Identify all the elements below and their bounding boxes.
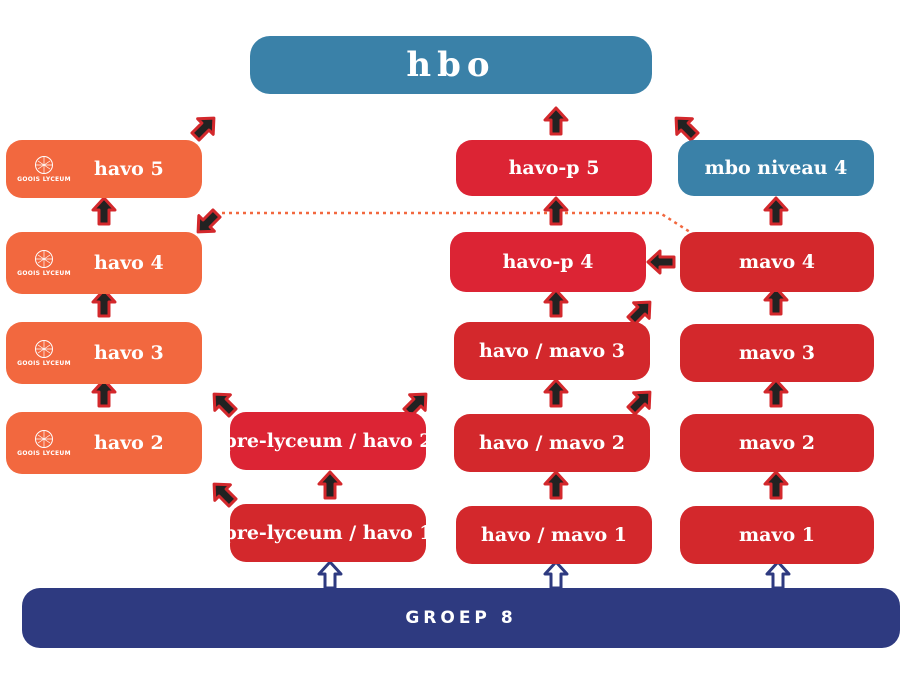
havo5-label: havo 5 <box>94 158 164 180</box>
hbo-box: hbo <box>250 36 652 94</box>
havomavo3-box: havo / mavo 3 <box>454 322 650 380</box>
prelyceum-havo1-box: pre-lyceum / havo 1 <box>224 504 432 562</box>
havomavo1-box: havo / mavo 1 <box>456 506 652 564</box>
mavo2-label: mavo 2 <box>739 432 815 454</box>
havo4-box: GOOIS LYCEUM havo 4 <box>6 232 202 294</box>
logo-text: GOOIS LYCEUM <box>17 450 71 457</box>
mavo3-label: mavo 3 <box>739 342 815 364</box>
gooislyceum-logo: GOOIS LYCEUM <box>16 243 72 283</box>
dotted-link-mavo4-havo4 <box>222 211 691 234</box>
arrow-havo5-hbo <box>186 108 224 146</box>
arrow-prelyceum1-havo2 <box>204 474 242 512</box>
arrow-mavo2-mavo3 <box>763 378 789 408</box>
gooislyceum-emblem-icon <box>35 340 53 358</box>
groep8-box: GROEP 8 <box>22 588 900 648</box>
mavo3-box: mavo 3 <box>680 324 874 382</box>
gooislyceum-logo: GOOIS LYCEUM <box>16 423 72 463</box>
arrow-havop5-hbo <box>543 106 569 136</box>
gooislyceum-emblem-icon <box>35 430 53 448</box>
havo3-box: GOOIS LYCEUM havo 3 <box>6 322 202 384</box>
arrow-mavo1-mavo2 <box>763 470 789 500</box>
arrow-havop4-havop5 <box>543 196 569 226</box>
gooislyceum-logo: GOOIS LYCEUM <box>16 333 72 373</box>
arrow-havomavo1-havomavo2 <box>543 470 569 500</box>
mavo4-box: mavo 4 <box>680 232 874 292</box>
havo2-label: havo 2 <box>94 432 164 454</box>
havo3-label: havo 3 <box>94 342 164 364</box>
prelyceum-havo2-box: pre-lyceum / havo 2 <box>224 412 432 470</box>
havo5-box: GOOIS LYCEUM havo 5 <box>6 140 202 198</box>
arrow-groep8-havomavo1 <box>543 560 569 590</box>
prelyceum-havo1-label: pre-lyceum / havo 1 <box>223 522 433 544</box>
mbo4-label: mbo niveau 4 <box>704 157 848 179</box>
havomavo3-label: havo / mavo 3 <box>479 340 625 362</box>
hbo-label: hbo <box>406 45 496 85</box>
groep8-label: GROEP 8 <box>405 608 517 628</box>
mavo2-box: mavo 2 <box>680 414 874 472</box>
logo-text: GOOIS LYCEUM <box>17 270 71 277</box>
havomavo2-box: havo / mavo 2 <box>454 414 650 472</box>
gooislyceum-emblem-icon <box>35 156 53 174</box>
havop4-label: havo-p 4 <box>502 251 594 273</box>
mavo1-label: mavo 1 <box>739 524 815 546</box>
havop5-box: havo-p 5 <box>456 140 652 196</box>
havomavo1-label: havo / mavo 1 <box>481 524 627 546</box>
arrow-groep8-prelyceum1 <box>317 560 343 590</box>
arrow-havomavo2-havomavo3 <box>543 378 569 408</box>
prelyceum-havo2-label: pre-lyceum / havo 2 <box>223 430 433 452</box>
arrow-mavo4-havop4 <box>646 249 676 275</box>
havop4-box: havo-p 4 <box>450 232 646 292</box>
arrow-havo4-havo5 <box>91 196 117 226</box>
mavo4-label: mavo 4 <box>739 251 815 273</box>
havop5-label: havo-p 5 <box>508 157 600 179</box>
havomavo2-label: havo / mavo 2 <box>479 432 625 454</box>
arrow-havomavo3-havop4 <box>543 288 569 318</box>
havo4-label: havo 4 <box>94 252 164 274</box>
gooislyceum-logo: GOOIS LYCEUM <box>16 149 72 189</box>
havo2-box: GOOIS LYCEUM havo 2 <box>6 412 202 474</box>
logo-text: GOOIS LYCEUM <box>17 360 71 367</box>
mbo4-box: mbo niveau 4 <box>678 140 874 196</box>
arrow-groep8-mavo1 <box>765 560 791 590</box>
arrow-mavo4-mbo4 <box>763 196 789 226</box>
arrow-prelyceum1-prelyceum2 <box>317 470 343 500</box>
mavo1-box: mavo 1 <box>680 506 874 564</box>
gooislyceum-emblem-icon <box>35 250 53 268</box>
logo-text: GOOIS LYCEUM <box>17 176 71 183</box>
